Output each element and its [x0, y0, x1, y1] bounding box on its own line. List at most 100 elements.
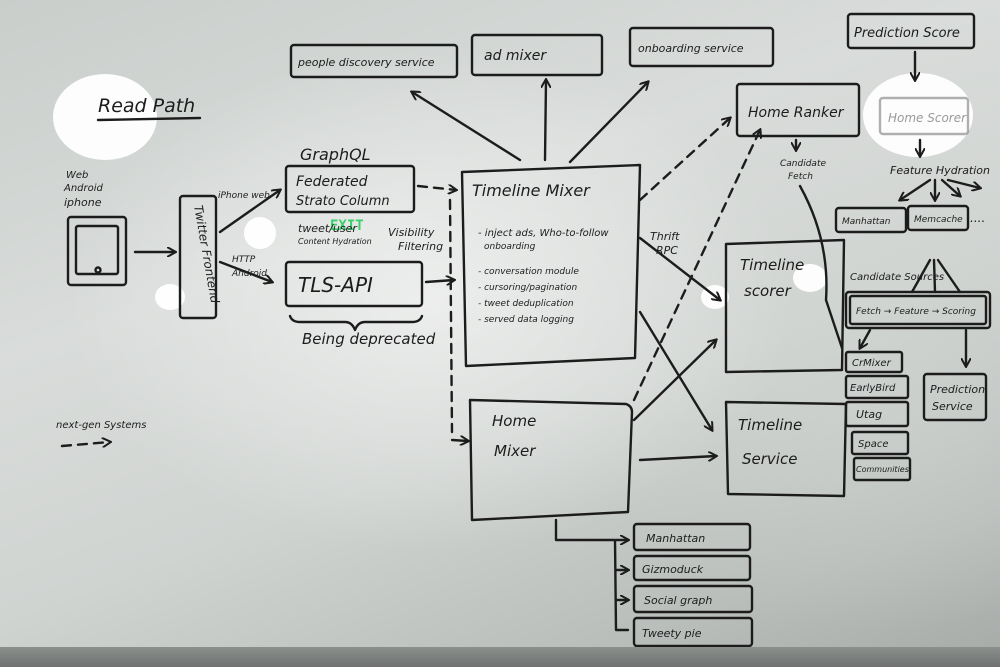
deprecated-brace	[288, 314, 424, 332]
home-scorer-label: Home Scorer	[888, 111, 967, 125]
glare-spot	[793, 264, 827, 292]
tls-api-label: TLS-API	[298, 273, 373, 297]
feature-manhattan-box	[834, 206, 908, 234]
store-label: Social graph	[644, 594, 712, 607]
timeline-service-label-line1: Timeline	[738, 416, 802, 434]
home-mixer-label-line2: Mixer	[494, 442, 536, 460]
source-box	[850, 430, 910, 456]
glare-spot	[155, 284, 185, 310]
arrow-home-mixer-to-home-ranker	[632, 130, 760, 402]
line-pipeline-to-candidate-sources	[910, 258, 932, 294]
line-home-mixer-to-stores	[554, 518, 630, 632]
timeline-scorer-label-line2: scorer	[744, 282, 792, 300]
twitter-frontend-label: Twitter Frontend	[191, 204, 222, 304]
arrow-pipeline-to-sources	[860, 328, 872, 348]
timeline-mixer-item: - tweet deduplication	[478, 299, 574, 309]
arrow-frontend-to-tls	[218, 260, 272, 282]
pipeline-inner-box	[848, 294, 988, 326]
timeline-scorer-box	[724, 238, 846, 374]
candidate-fetch-label-line2: Fetch	[788, 172, 813, 182]
store-label: Manhattan	[646, 532, 705, 545]
candidate-fetch-label-line1: Candidate	[780, 159, 826, 169]
source-box	[844, 374, 910, 400]
arrow-home-mixer-to-timeline-service	[638, 456, 716, 460]
source-box	[844, 350, 904, 374]
exit-sign-reflection: EXIT	[330, 218, 364, 234]
store-box	[632, 554, 752, 582]
people-discovery-service-label: people discovery service	[297, 56, 435, 69]
visibility-label: Visibility	[388, 226, 435, 239]
store-box	[632, 616, 754, 648]
arrow-home-mixer-to-scorer	[632, 340, 716, 422]
arrow-mixer-to-home-ranker	[638, 118, 730, 202]
prediction-service-label-line2: Service	[932, 400, 973, 413]
filtering-label: Filtering	[398, 240, 443, 253]
line-pipeline-to-candidate-sources-3	[936, 258, 962, 294]
timeline-mixer-title: Timeline Mixer	[472, 181, 591, 200]
arrow-federated-to-mixer	[416, 186, 456, 190]
onboarding-service-box	[628, 26, 775, 68]
feature-memcache-box	[906, 204, 970, 232]
line-pipeline-to-candidate-sources-2	[932, 258, 937, 294]
arrow-mixer-to-onboarding	[568, 82, 648, 164]
onboarding-service-label: onboarding service	[638, 42, 744, 55]
pipeline-label: Fetch → Feature → Scoring	[856, 307, 976, 317]
timeline-mixer-box	[460, 163, 642, 368]
read-path-title: Read Path	[98, 95, 195, 117]
store-box	[632, 584, 754, 614]
strato-column-label: Strato Column	[296, 194, 390, 209]
edge-http-label: HTTP	[232, 255, 256, 265]
feature-more-label: ....	[970, 211, 985, 225]
timeline-mixer-item: - inject ads, Who-to-follow	[478, 228, 609, 239]
being-deprecated-label: Being deprecated	[302, 330, 436, 348]
arrow-into-home-mixer	[450, 440, 468, 441]
arrow-tls-to-mixer	[424, 280, 454, 282]
rpc-label: RPC	[656, 244, 678, 257]
source-label: CrMixer	[852, 358, 892, 369]
glare-spot	[53, 74, 157, 160]
dashed-line-to-home-mixer	[448, 198, 454, 434]
client-web-label: Web	[66, 170, 88, 181]
phone-icon	[66, 215, 128, 287]
store-label: Gizmoduck	[642, 563, 704, 576]
feature-hydration-label: Feature Hydration	[890, 164, 990, 177]
thrift-label: Thrift	[650, 230, 680, 243]
arrow-mixer-to-ad-mixer	[545, 80, 546, 162]
arrow-frontend-to-federated	[218, 190, 280, 234]
phone-screen	[74, 224, 120, 276]
twitter-frontend-box	[178, 194, 218, 320]
federated-label: Federated	[296, 174, 368, 190]
source-label: Utag	[856, 408, 882, 421]
pipeline-box	[844, 290, 992, 330]
prediction-score-label: Prediction Score	[854, 26, 960, 41]
client-android-label: Android	[63, 183, 104, 194]
timeline-mixer-items: - inject ads, Who-to-follow onboarding -…	[478, 228, 609, 325]
source-box	[844, 400, 910, 428]
arrow-hydration-to-more	[940, 178, 960, 196]
data-store-list: Manhattan Gizmoduck Social graph Tweety …	[632, 522, 754, 648]
graphql-label: GraphQL	[300, 145, 371, 164]
prediction-service-label-line1: Prediction	[930, 383, 985, 396]
ad-mixer-label: ad mixer	[484, 48, 547, 64]
client-iphone-label: iphone	[64, 196, 102, 209]
candidate-sources-label: Candidate Sources	[850, 272, 944, 283]
next-gen-legend-arrow	[60, 442, 110, 446]
phone-home-button	[94, 266, 102, 274]
home-ranker-label: Home Ranker	[748, 105, 845, 121]
content-hydration-label: Content Hydration	[298, 237, 372, 246]
arrow-mixer-to-timeline-service	[638, 310, 712, 430]
store-box	[632, 522, 752, 552]
arrow-hydration-to-manhattan	[900, 178, 932, 200]
timeline-service-label-line2: Service	[742, 450, 797, 468]
home-mixer-label-line1: Home	[492, 412, 536, 430]
home-ranker-box	[735, 82, 861, 138]
line-fetch-to-sources	[798, 184, 844, 350]
federated-strato-box	[284, 164, 416, 214]
edge-iphone-web-label: iPhone web	[218, 191, 270, 201]
timeline-mixer-item: - served data logging	[478, 315, 574, 325]
title-underline	[96, 116, 202, 122]
feature-memcache-label: Memcache	[914, 215, 963, 225]
timeline-service-box	[724, 400, 848, 498]
